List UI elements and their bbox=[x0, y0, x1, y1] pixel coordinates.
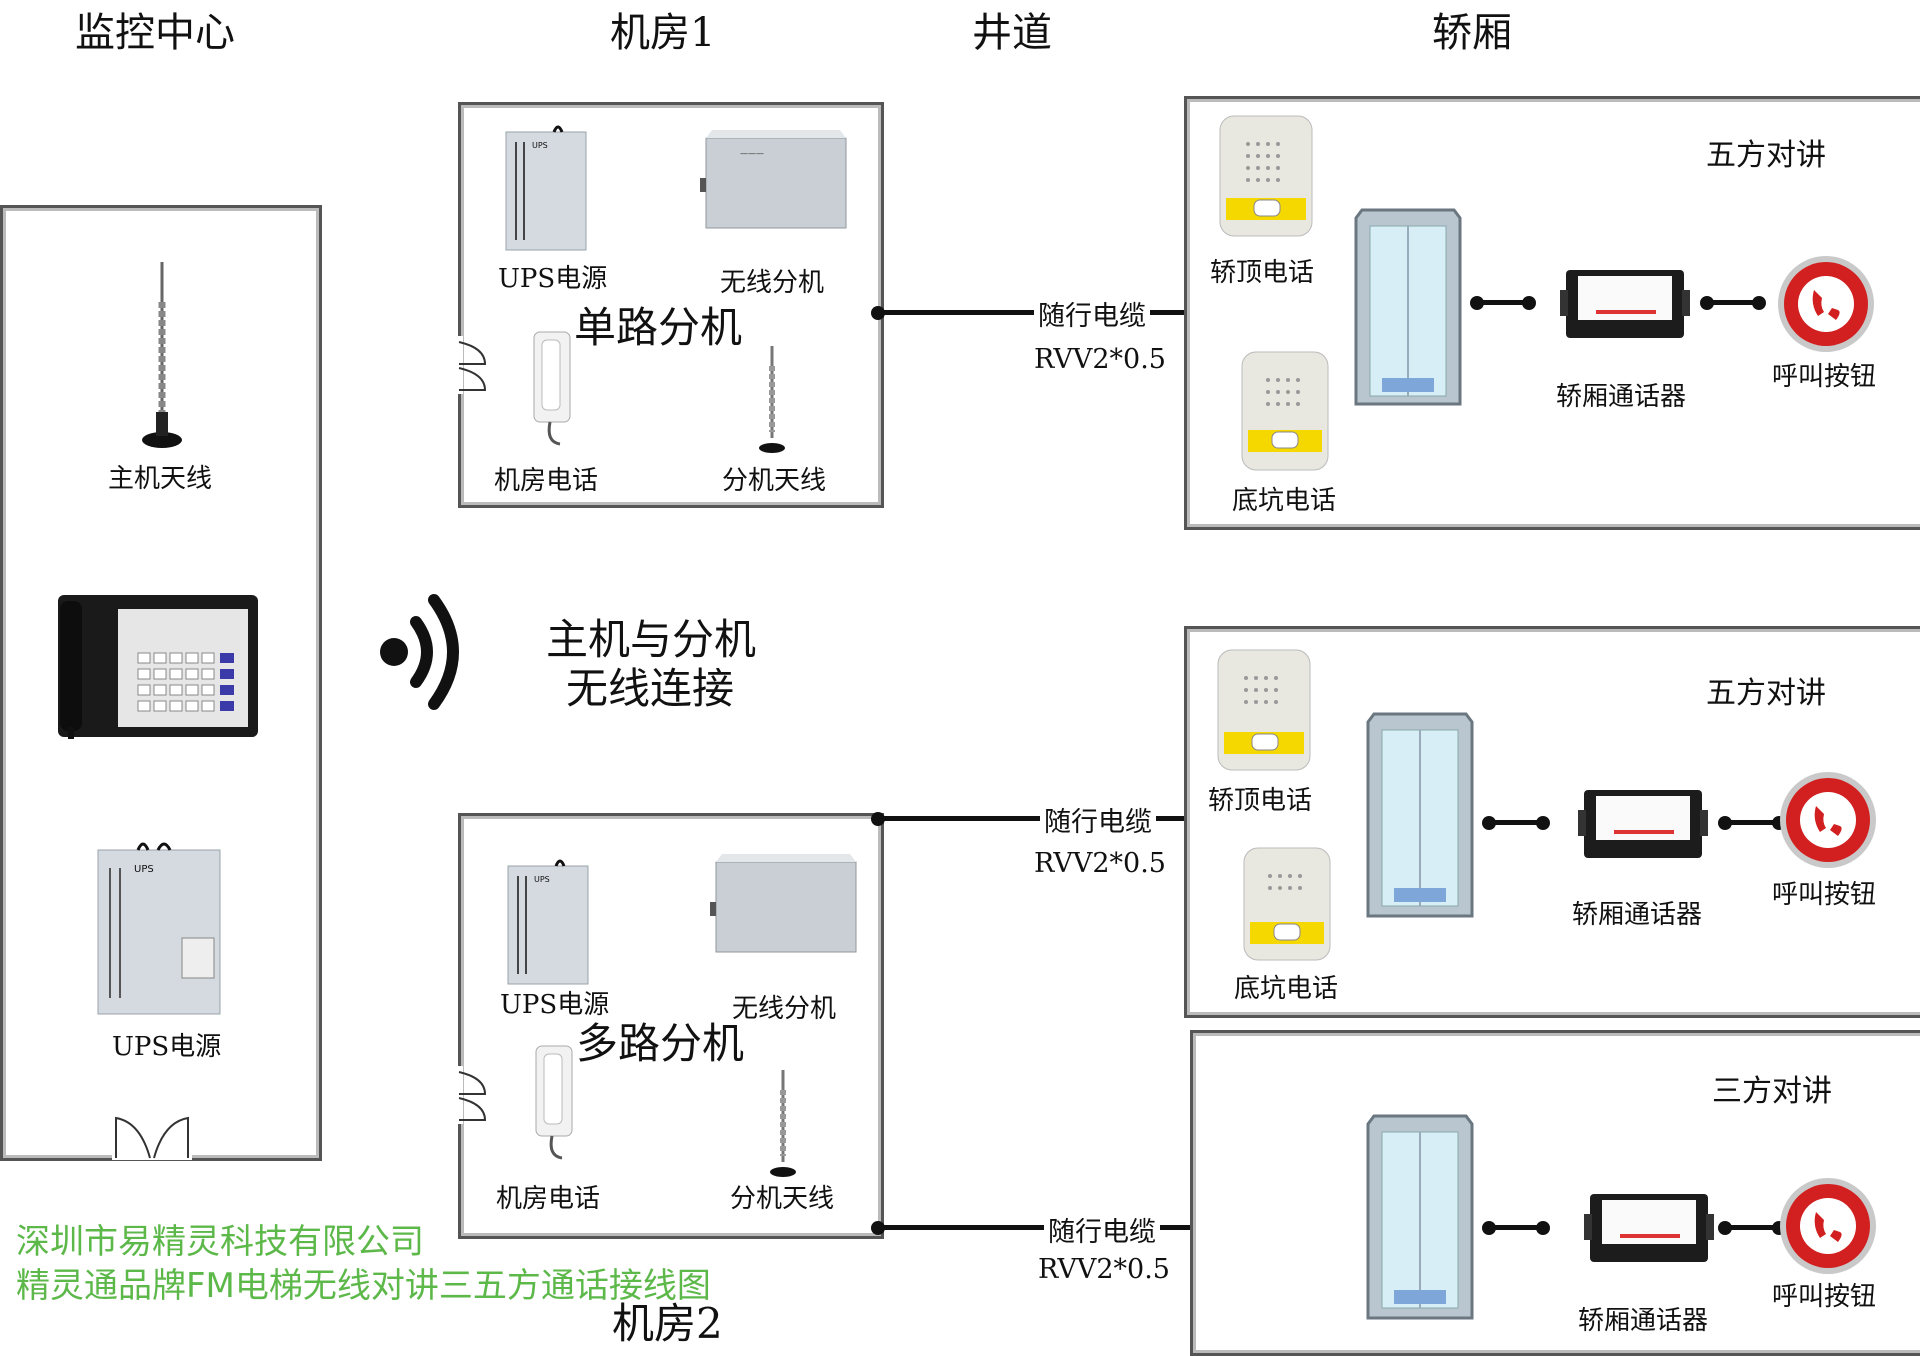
car3-call-button-label: 呼叫按钮 bbox=[1772, 1282, 1877, 1312]
svg-text:UPS: UPS bbox=[532, 141, 548, 150]
car2-pit-phone-icon bbox=[1243, 847, 1331, 961]
room1-phone-label: 机房电话 bbox=[494, 466, 599, 496]
room1-wireless-ext-label: 无线分机 bbox=[720, 268, 825, 298]
car3-intercom-label: 轿厢通话器 bbox=[1578, 1306, 1709, 1336]
car2-call-button-icon[interactable] bbox=[1778, 770, 1878, 870]
header-monitor-center: 监控中心 bbox=[75, 10, 235, 56]
car3-dot-b bbox=[1536, 1221, 1550, 1235]
svg-text:UPS: UPS bbox=[134, 864, 154, 875]
cable3-spec: RVV2*0.5 bbox=[1034, 1254, 1174, 1285]
monitor-ups-label: UPS电源 bbox=[112, 1032, 222, 1062]
room1-door-icon bbox=[455, 336, 487, 394]
car3-elevator-icon bbox=[1366, 1114, 1474, 1320]
cable2-name: 随行电缆 bbox=[1040, 800, 1156, 839]
car1-top-phone-icon bbox=[1219, 115, 1313, 237]
car1-line-a bbox=[1477, 300, 1523, 305]
car2-intercom-icon bbox=[1578, 790, 1708, 858]
host-antenna-icon bbox=[142, 262, 182, 448]
footer-company: 深圳市易精灵科技有限公司 bbox=[16, 1222, 424, 1262]
room1-antenna-icon bbox=[759, 346, 785, 453]
car2-top-phone-label: 轿顶电话 bbox=[1208, 786, 1313, 816]
car1-call-button-icon[interactable] bbox=[1776, 254, 1876, 354]
car1-line-c bbox=[1707, 300, 1753, 305]
car3-call-button-icon[interactable] bbox=[1778, 1176, 1878, 1276]
car2-line-c bbox=[1725, 820, 1773, 825]
wireless-signal-icon bbox=[380, 594, 459, 710]
room1-ups-label: UPS电源 bbox=[498, 264, 608, 294]
ups-box-icon: UPS bbox=[97, 842, 221, 1015]
cable1-spec: RVV2*0.5 bbox=[1030, 344, 1170, 375]
room2-title: 多路分机 bbox=[576, 1019, 745, 1068]
room1-antenna-label: 分机天线 bbox=[722, 466, 827, 496]
room2-antenna-icon bbox=[770, 1070, 796, 1177]
car1-top-phone-label: 轿顶电话 bbox=[1210, 258, 1315, 288]
car1-dot-b bbox=[1522, 296, 1536, 310]
header-car: 轿厢 bbox=[1432, 10, 1512, 56]
room2-phone-icon bbox=[535, 1045, 573, 1160]
door-icon bbox=[112, 1112, 192, 1160]
svg-text:———: ——— bbox=[740, 149, 764, 158]
room2-phone-label: 机房电话 bbox=[496, 1184, 601, 1214]
car2-pit-phone-label: 底坑电话 bbox=[1234, 974, 1339, 1004]
header-shaft: 井道 bbox=[972, 10, 1052, 56]
host-antenna-label: 主机天线 bbox=[108, 464, 213, 494]
footer-caption: 精灵通品牌FM电梯无线对讲三五方通话接线图 bbox=[16, 1266, 711, 1306]
room2-wireless-ext-label: 无线分机 bbox=[732, 994, 837, 1024]
car1-mode: 五方对讲 bbox=[1706, 138, 1826, 173]
car1-dot-d bbox=[1752, 296, 1766, 310]
room1-wireless-ext-icon: ——— bbox=[700, 130, 847, 229]
car1-pit-phone-icon bbox=[1241, 351, 1329, 471]
cable1-name: 随行电缆 bbox=[1034, 294, 1150, 333]
car3-line-a bbox=[1489, 1225, 1537, 1230]
car1-pit-phone-label: 底坑电话 bbox=[1232, 486, 1337, 516]
car1-elevator-icon bbox=[1354, 208, 1462, 406]
wireless-caption-line2: 无线连接 bbox=[566, 664, 735, 713]
room1-title: 单路分机 bbox=[574, 303, 743, 352]
car2-call-button-label: 呼叫按钮 bbox=[1772, 880, 1877, 910]
car1-intercom-icon bbox=[1560, 270, 1690, 338]
host-console-icon bbox=[58, 595, 258, 739]
cable2-spec: RVV2*0.5 bbox=[1030, 848, 1170, 879]
header-room1: 机房1 bbox=[610, 10, 716, 56]
svg-text:UPS: UPS bbox=[534, 875, 550, 884]
room2-wireless-ext-icon bbox=[710, 854, 857, 953]
room2-ups-icon: UPS bbox=[507, 859, 589, 985]
car2-line-a bbox=[1489, 820, 1537, 825]
car2-dot-b bbox=[1536, 816, 1550, 830]
room2-ups-label: UPS电源 bbox=[500, 990, 610, 1020]
wireless-caption-line1: 主机与分机 bbox=[546, 615, 757, 664]
room2-door-icon bbox=[455, 1066, 487, 1124]
cable3-name: 随行电缆 bbox=[1044, 1210, 1160, 1249]
car2-top-phone-icon bbox=[1217, 649, 1311, 771]
car3-mode: 三方对讲 bbox=[1712, 1074, 1832, 1109]
room1-phone-icon bbox=[533, 331, 571, 446]
car3-intercom-icon bbox=[1584, 1194, 1714, 1262]
car2-elevator-icon bbox=[1366, 712, 1474, 918]
room2-antenna-label: 分机天线 bbox=[730, 1184, 835, 1214]
room1-ups-icon: UPS bbox=[505, 125, 587, 251]
car2-intercom-label: 轿厢通话器 bbox=[1572, 900, 1703, 930]
car1-intercom-label: 轿厢通话器 bbox=[1556, 382, 1687, 412]
car1-call-button-label: 呼叫按钮 bbox=[1772, 362, 1877, 392]
car3-line-c bbox=[1725, 1225, 1773, 1230]
car2-mode: 五方对讲 bbox=[1706, 676, 1826, 711]
